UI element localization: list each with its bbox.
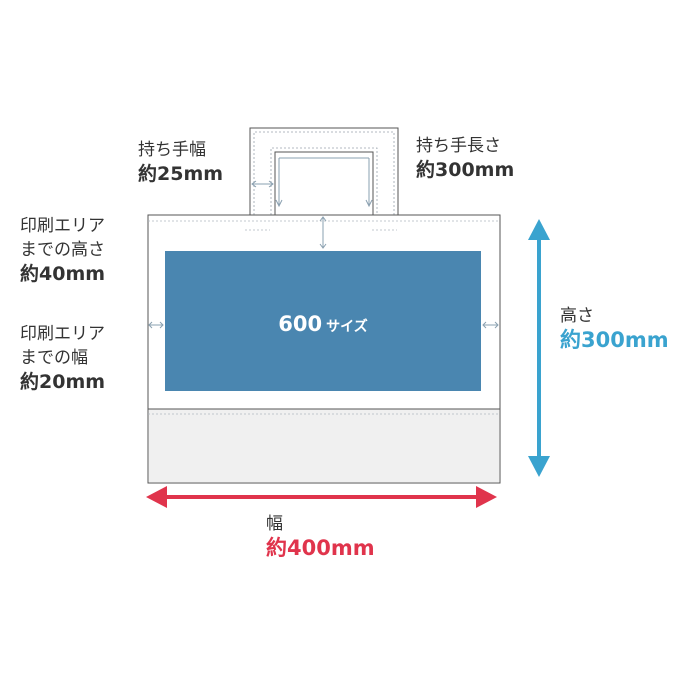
handle-length-indicator [275,157,373,208]
handle-width-title: 持ち手幅 [138,140,206,160]
height-label: 高さ 約300mm [560,304,669,352]
handle-width-label: 持ち手幅 約25mm [138,138,223,186]
print-top-margin-label: 印刷エリア までの高さ 約40mm [20,214,105,286]
print-side-margin-value: 約20mm [20,371,106,393]
width-label: 幅 約400mm [266,512,375,560]
handle-length-label: 持ち手長さ 約300mm [416,134,514,182]
handle-width-indicator [251,180,274,188]
bag-handle [249,127,399,215]
print-side-margin-line2: までの幅 [20,348,88,368]
side-margin-indicator-left [148,321,164,329]
width-value: 約400mm [266,536,375,560]
print-side-margin-label: 印刷エリア までの幅 約20mm [20,322,105,394]
handle-length-title: 持ち手長さ [416,136,501,156]
print-side-margin-line1: 印刷エリア [20,324,105,344]
print-top-margin-line2: までの高さ [20,240,105,260]
bag-bottom-band [149,409,499,482]
height-value: 約300mm [560,328,669,352]
side-margin-indicator-right [482,321,499,329]
print-top-margin-value: 約40mm [20,263,106,285]
print-top-margin-line1: 印刷エリア [20,216,105,236]
handle-length-value: 約300mm [416,159,515,181]
top-margin-indicator [319,216,327,249]
print-size-unit: サイズ [326,319,368,335]
width-title: 幅 [266,514,283,534]
print-size-value: 600 [278,312,323,336]
handle-width-value: 約25mm [138,163,224,185]
width-arrow [146,486,497,508]
height-title: 高さ [560,306,594,326]
print-area [165,251,481,391]
height-arrow [528,219,550,477]
